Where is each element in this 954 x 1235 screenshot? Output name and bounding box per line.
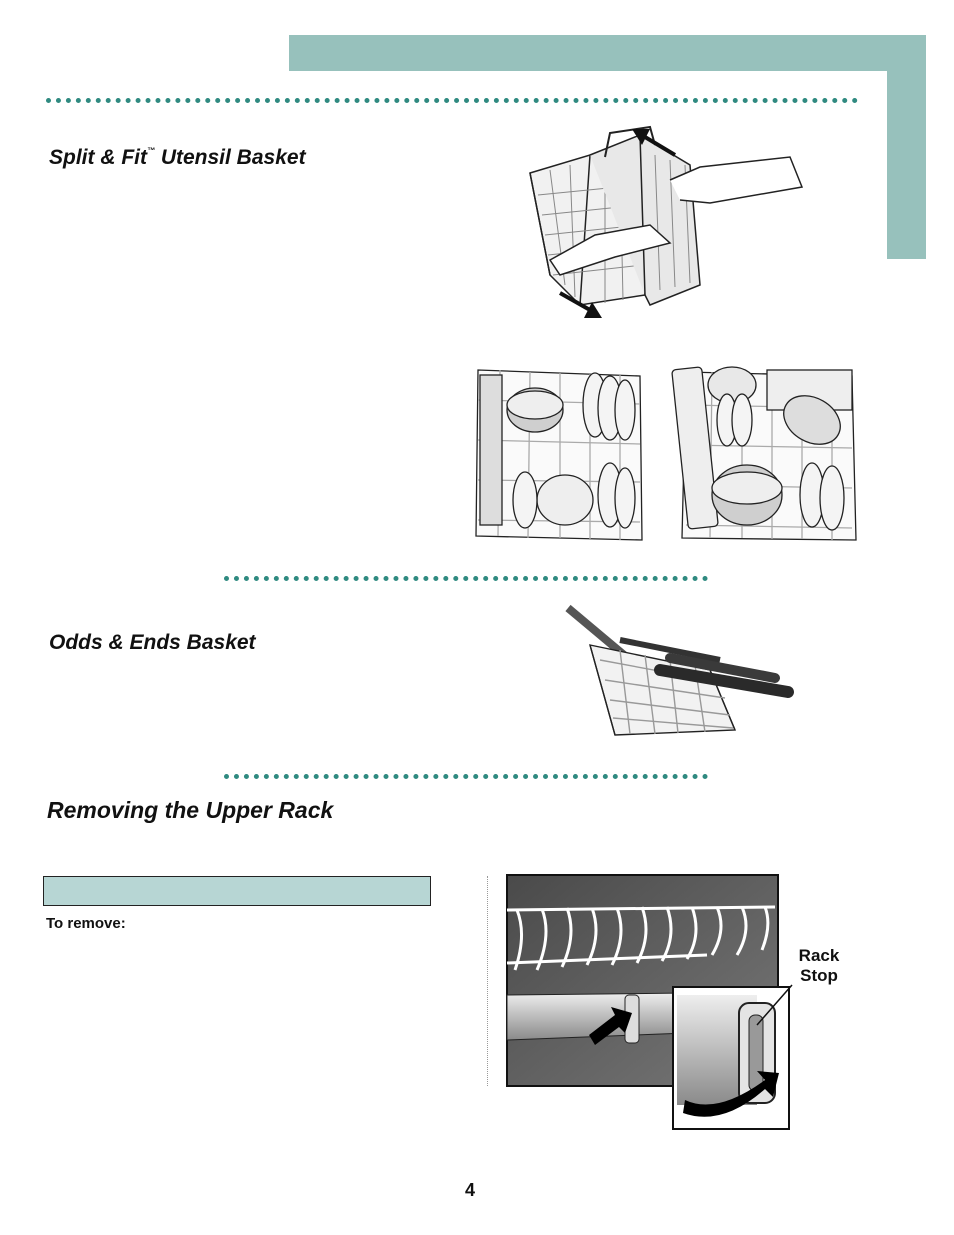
page-number: 4 (465, 1180, 476, 1200)
rack-stop-callout: Rack Stop (786, 946, 852, 986)
dotted-divider-lower (224, 774, 708, 779)
split-fit-title-part2: Utensil Basket (155, 146, 306, 169)
upper-rack-stop-illustration (506, 874, 793, 1130)
header-bar (289, 35, 926, 71)
lower-rack-loaded-alt-illustration (671, 366, 857, 541)
note-bar (43, 876, 431, 906)
trademark-symbol: ™ (147, 146, 155, 155)
split-fit-title-part1: Split & Fit (49, 146, 147, 169)
side-tab (887, 71, 926, 259)
lower-rack-loaded-illustration (475, 369, 643, 541)
utensil-basket-split-illustration (529, 125, 804, 318)
column-divider (487, 876, 488, 1086)
upper-rack-heading: Removing the Upper Rack (47, 797, 334, 823)
odds-ends-basket-illustration (565, 604, 794, 736)
split-fit-heading: Split & Fit™ Utensil Basket (49, 146, 306, 170)
to-remove-label: To remove: (46, 915, 126, 932)
dotted-divider-top (46, 98, 858, 103)
rack-stop-line1: Rack (798, 946, 840, 965)
dotted-divider-middle (224, 576, 708, 581)
rack-stop-line2: Stop (800, 966, 838, 985)
odds-ends-heading: Odds & Ends Basket (49, 631, 256, 654)
